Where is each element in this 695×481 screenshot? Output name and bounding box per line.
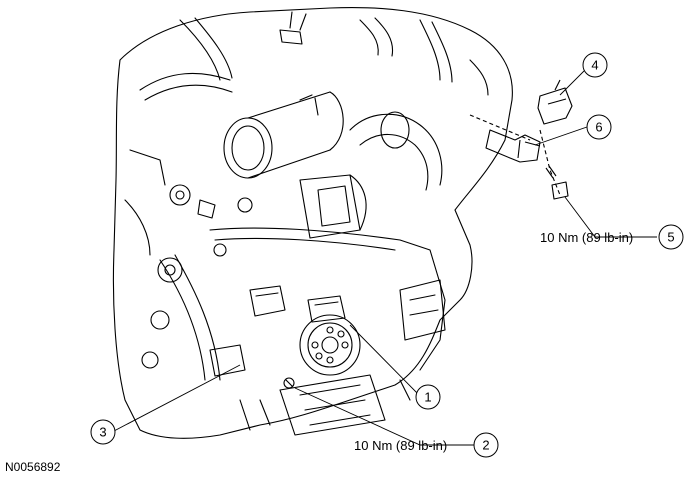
callout-1: 1: [415, 384, 441, 410]
svg-text:4: 4: [591, 58, 598, 73]
figure-id: N0056892: [5, 460, 61, 474]
callout-4: 4: [582, 52, 608, 78]
sensor-exploded-view: [469, 79, 573, 200]
torque-spec-5: 10 Nm (89 lb-in): [540, 230, 633, 245]
callout-3: 3: [90, 419, 116, 445]
svg-text:3: 3: [99, 425, 106, 440]
svg-text:2: 2: [482, 438, 489, 453]
callout-5: 10 Nm (89 lb-in) 5: [540, 224, 684, 250]
engine-block-drawing: [112, 6, 513, 439]
callout-2: 10 Nm (89 lb-in) 2: [354, 432, 499, 458]
connector-part: [537, 87, 573, 125]
svg-text:5: 5: [667, 230, 674, 245]
sensor-part: [485, 129, 541, 163]
leader-lines: [113, 70, 657, 446]
svg-text:1: 1: [424, 390, 431, 405]
callout-6: 6: [586, 114, 612, 140]
svg-text:6: 6: [595, 120, 602, 135]
torque-spec-2: 10 Nm (89 lb-in): [354, 438, 447, 453]
bolt-part: [551, 181, 569, 200]
